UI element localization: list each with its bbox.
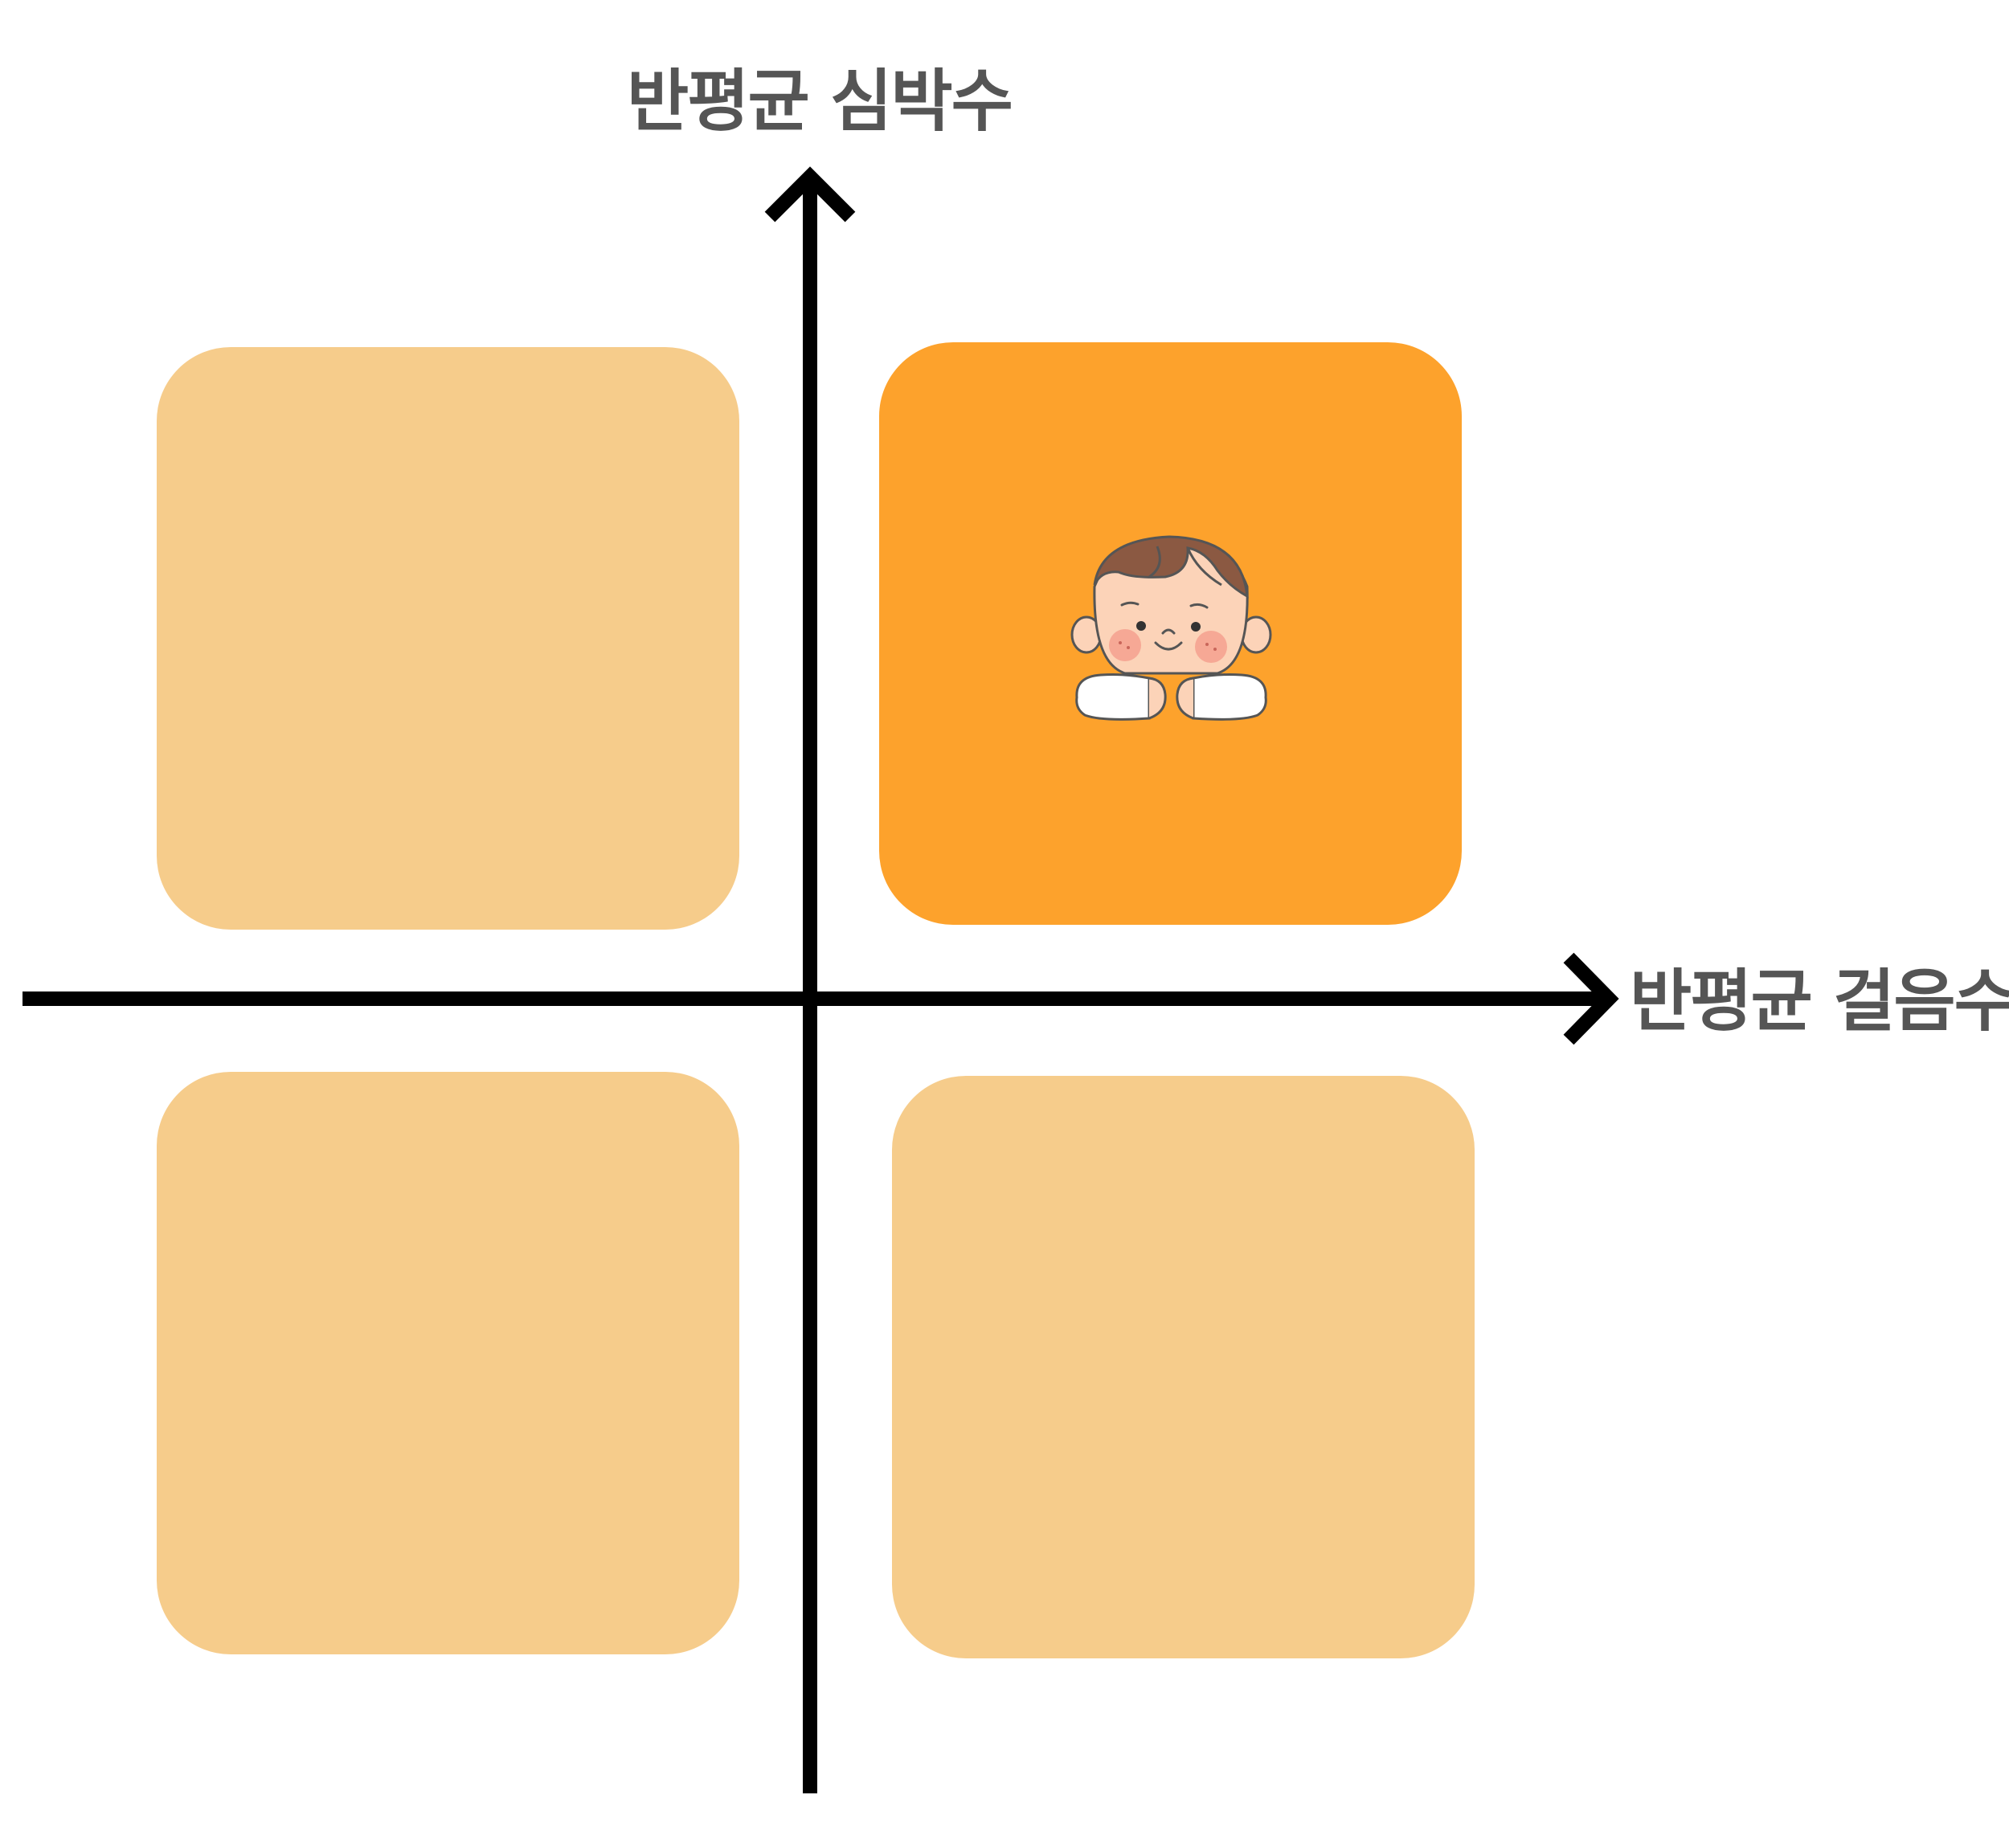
y-axis [764,166,856,1793]
quadrant-top-left [157,347,739,930]
arrow-up-icon [764,166,856,223]
arrow-right-icon [1563,952,1619,1045]
x-axis [23,952,1619,1045]
quadrant-bottom-right [892,1076,1475,1658]
y-axis-label: 반평균 심박수 [627,62,1013,141]
x-axis-label: 반평균 걸음수 [1630,962,2009,1041]
quadrant-bottom-left [157,1072,739,1654]
child-face-icon [1070,535,1272,721]
